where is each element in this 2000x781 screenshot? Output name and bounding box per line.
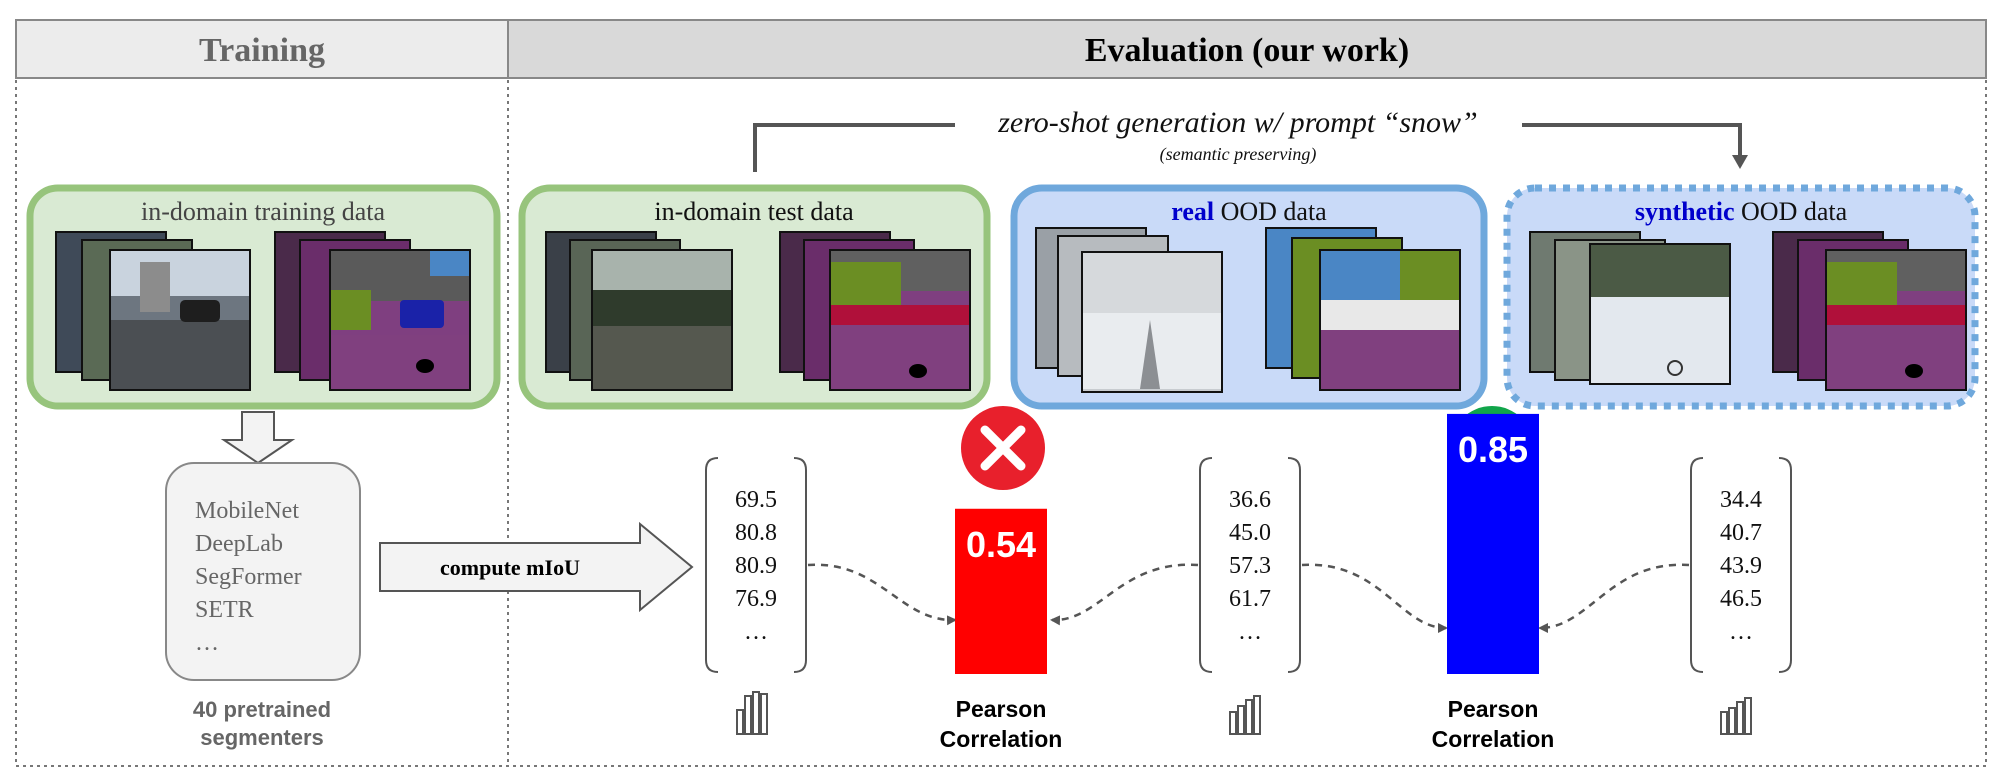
miou-value: … (1729, 619, 1753, 645)
training-title: Training (199, 32, 325, 69)
synthetic-ood-photo-stack (1529, 231, 1731, 385)
generation-arrow-right (1522, 123, 1748, 169)
train-label-stack (274, 231, 471, 391)
test-photo-stack (545, 231, 733, 391)
model-name: DeepLab (195, 531, 283, 557)
train-data-title: in-domain training data (141, 197, 386, 226)
miou-value: 34.4 (1720, 487, 1762, 513)
vector-bracket-right (793, 457, 807, 673)
pearson-caption-2-line1: Pearson (1448, 696, 1539, 722)
test-label-stack (779, 231, 971, 391)
vector-bracket-left (1690, 457, 1704, 673)
synthetic-ood-title: synthetic OOD data (1635, 197, 1848, 226)
correlation-bars: 0.54 0.85 (955, 413, 1539, 674)
synthetic-ood-label-stack (1772, 231, 1967, 391)
synthetic-ood-rest: OOD data (1735, 197, 1848, 226)
connector-real-to-bar2 (1301, 563, 1448, 633)
miou-value: 80.9 (735, 553, 777, 579)
miou-value: 45.0 (1229, 520, 1271, 546)
generation-arrow-left (753, 123, 955, 172)
model-name: … (195, 630, 219, 656)
miou-value: 69.5 (735, 487, 777, 513)
vector-bracket-left (1199, 457, 1213, 673)
vector-bracket-left (705, 457, 719, 673)
connector-indomain-to-bar1 (807, 563, 957, 626)
model-name: SegFormer (195, 564, 302, 590)
compute-miou-arrow (379, 521, 694, 613)
miou-value: 80.8 (735, 520, 777, 546)
pearson-caption-1-line2: Correlation (940, 726, 1063, 752)
histogram-icon (1229, 695, 1261, 735)
test-data-title: in-domain test data (654, 197, 854, 226)
miou-value: 57.3 (1229, 553, 1271, 579)
correlation-bar-2 (1447, 413, 1539, 674)
compute-miou-label: compute mIoU (440, 555, 580, 580)
models-caption-line2: segmenters (200, 725, 324, 750)
miou-value: 46.5 (1720, 586, 1762, 612)
cross-icon (961, 406, 1045, 490)
connector-real-to-bar1 (1050, 563, 1199, 626)
model-list: MobileNetDeepLabSegFormerSETR … (195, 498, 302, 656)
real-ood-label-stack (1265, 227, 1461, 391)
evaluation-header (507, 19, 1987, 79)
training-header (15, 19, 509, 79)
miou-value: 40.7 (1720, 520, 1762, 546)
model-name: MobileNet (195, 498, 299, 524)
correlation-value-1: 0.54 (966, 524, 1036, 565)
histogram-icon (1720, 697, 1752, 735)
miou-value: 36.6 (1229, 487, 1271, 513)
models-caption-line1: 40 pretrained (193, 697, 331, 722)
miou-value: … (744, 619, 768, 645)
vector-bracket-right (1287, 457, 1301, 673)
connector-synthetic-to-bar2 (1538, 563, 1690, 633)
miou-value: 76.9 (735, 586, 777, 612)
miou-value: 43.9 (1720, 553, 1762, 579)
real-ood-photo-stack (1035, 227, 1223, 393)
histogram-icon (736, 691, 768, 735)
miou-value: 61.7 (1229, 586, 1271, 612)
models-box (165, 462, 361, 681)
real-ood-rest: OOD data (1214, 197, 1327, 226)
correlation-bar-1 (955, 508, 1047, 674)
vector-in-domain: 69.5 80.8 80.9 76.9 … (705, 457, 807, 735)
pearson-caption-2-line2: Correlation (1432, 726, 1555, 752)
real-ood-title: real OOD data (1171, 197, 1327, 226)
train-photo-stack (55, 231, 251, 391)
model-name: SETR (195, 597, 254, 623)
vector-synthetic-ood: 34.4 40.7 43.9 46.5 … (1690, 457, 1792, 735)
generation-sublabel: (semantic preserving) (1160, 144, 1317, 165)
miou-value: … (1238, 619, 1262, 645)
pearson-caption-1-line1: Pearson (956, 696, 1047, 722)
real-ood-bold: real (1171, 197, 1214, 226)
down-arrow (220, 411, 296, 465)
synthetic-ood-bold: synthetic (1635, 197, 1735, 226)
generation-label: zero-shot generation w/ prompt “snow” (997, 106, 1478, 139)
correlation-value-2: 0.85 (1458, 429, 1528, 470)
vector-bracket-right (1778, 457, 1792, 673)
vector-real-ood: 36.6 45.0 57.3 61.7 … (1199, 457, 1301, 735)
evaluation-title: Evaluation (our work) (1085, 32, 1409, 69)
